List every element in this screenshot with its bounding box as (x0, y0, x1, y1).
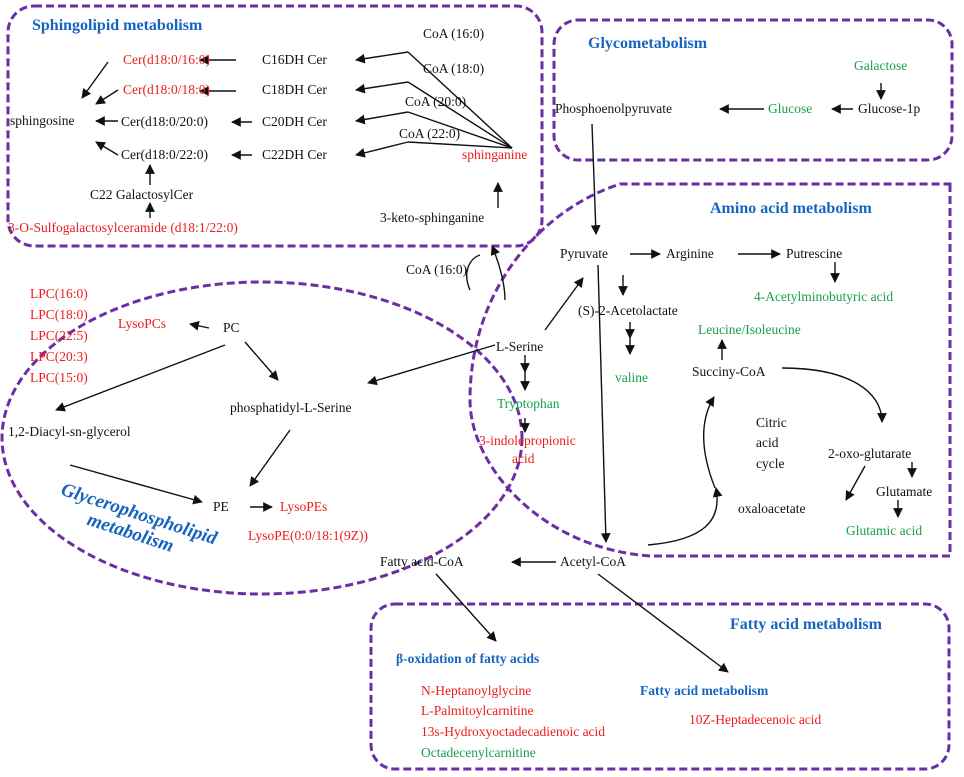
heptanoylglycine-node: N-Heptanoylglycine (421, 683, 532, 698)
putrescine-node: Putrescine (786, 246, 843, 261)
pyruvate-node: Pyruvate (560, 246, 608, 261)
sphingolipid-title: Sphingolipid metabolism (32, 17, 203, 34)
glucose-1p-node: Glucose-1p (858, 101, 921, 116)
beta-oxidation-label: β-oxidation of fatty acids (396, 651, 540, 666)
acetolactate-node: (S)-2-Acetolactate (578, 303, 678, 318)
citric-acid-cycle-label-line2: acid (756, 435, 779, 450)
lysope-node: LysoPE(0:0/18:1(9Z)) (248, 528, 368, 543)
cer-d18-20-node: Cer(d18:0/20:0) (121, 114, 208, 129)
valine-node: valine (615, 370, 648, 385)
sphinganine-node: sphinganine (462, 147, 528, 162)
sphingosine-node: sphingosine (10, 113, 75, 128)
lpc-22-5-node: LPC(22:5) (30, 328, 88, 343)
palmitoylcarnitine-node: L-Palmitoylcarnitine (421, 703, 534, 718)
fatty-acid-metabolism-sublabel: Fatty acid metabolism (640, 683, 769, 698)
hydroxyoctadecadienoic-acid-node: 13s-Hydroxyoctadecadienoic acid (421, 724, 606, 739)
c22-galactosylcer-node: C22 GalactosylCer (90, 187, 194, 202)
cer-d18-16-node: Cer(d18:0/16:0) (123, 52, 210, 67)
acetyl-coa-node: Acetyl-CoA (560, 554, 626, 569)
glucose-node: Glucose (768, 101, 813, 116)
lpc-16-node: LPC(16:0) (30, 286, 88, 301)
acetylaminobutyric-acid-node: 4-Acetylminobutyric acid (754, 289, 894, 304)
citric-acid-cycle-label: Citric (756, 415, 787, 430)
coa-18-label: CoA (18:0) (423, 61, 485, 76)
c18dh-cer-node: C18DH Cer (262, 82, 327, 97)
lpc-18-node: LPC(18:0) (30, 307, 88, 322)
keto-sphinganine-node: 3-keto-sphinganine (380, 210, 485, 225)
octadecenylcarnitine-node: Octadecenylcarnitine (421, 745, 536, 760)
leucine-isoleucine-node: Leucine/Isoleucine (698, 322, 801, 337)
coa-16-lower-label: CoA (16:0) (406, 262, 468, 277)
sphingolipid-region (6, 4, 544, 248)
phosphoenolpyruvate-node: Phosphoenolpyruvate (555, 101, 672, 116)
oxo-glutarate-node: 2-oxo-glutarate (828, 446, 912, 461)
l-serine-node: L-Serine (496, 339, 544, 354)
lpc-20-3-node: LPC(20:3) (30, 349, 88, 364)
glycometabolism-title: Glycometabolism (588, 35, 708, 52)
phosphatidyl-l-serine-node: phosphatidyl-L-Serine (230, 400, 352, 415)
pe-node: PE (213, 499, 229, 514)
lysopcs-node: LysoPCs (118, 316, 167, 331)
amino-acid-title: Amino acid metabolism (710, 200, 872, 217)
glutamate-node: Glutamate (876, 484, 933, 499)
coa-20-label: CoA (20:0) (405, 94, 467, 109)
arginine-node: Arginine (666, 246, 714, 261)
lysopes-node: LysoPEs (280, 499, 328, 514)
c22dh-cer-node: C22DH Cer (262, 147, 327, 162)
fatty-acid-coa-node: Fatty acid-CoA (380, 554, 464, 569)
glutamic-acid-node: Glutamic acid (846, 523, 923, 538)
indolepropionic-acid-node: 3-indolepropionic (479, 433, 576, 448)
sulfogalactosylceramide-node: 3-O-Sulfogalactosylceramide (d18:1/22:0) (8, 220, 238, 235)
glycometabolism-region (552, 18, 954, 162)
fatty-acid-region (369, 602, 951, 771)
c20dh-cer-node: C20DH Cer (262, 114, 327, 129)
amino-acid-region (468, 182, 952, 558)
coa-22-label: CoA (22:0) (399, 126, 461, 141)
diacyl-sn-glycerol-node: 1,2-Diacyl-sn-glycerol (8, 424, 131, 439)
cer-d18-18-node: Cer(d18:0/18:0) (123, 82, 210, 97)
galactose-node: Galactose (854, 58, 908, 73)
citric-acid-cycle-label-line3: cycle (756, 456, 785, 471)
indolepropionic-acid-node-line2: acid (512, 451, 535, 466)
succinyl-coa-node: Succiny-CoA (692, 364, 766, 379)
glycerophospholipid-region (0, 280, 524, 596)
c16dh-cer-node: C16DH Cer (262, 52, 327, 67)
pc-node: PC (223, 320, 240, 335)
cer-d18-22-node: Cer(d18:0/22:0) (121, 147, 208, 162)
heptadecenoic-acid-node: 10Z-Heptadecenoic acid (689, 712, 822, 727)
coa-16-label: CoA (16:0) (423, 26, 485, 41)
fatty-acid-title: Fatty acid metabolism (730, 616, 882, 633)
tryptophan-node: Tryptophan (497, 396, 560, 411)
oxaloacetate-node: oxaloacetate (738, 501, 806, 516)
lpc-15-node: LPC(15:0) (30, 370, 88, 385)
